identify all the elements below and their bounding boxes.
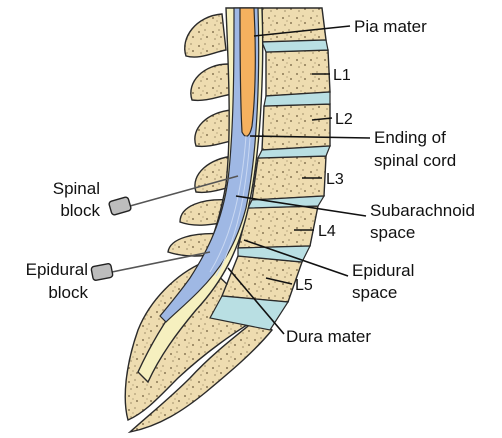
label-spinal-block-line2: block (60, 201, 100, 220)
vertebral-body-L2 (262, 104, 330, 150)
label-pia-mater: Pia mater (354, 17, 427, 36)
label-epidural-space-line1: Epidural (352, 261, 414, 280)
spinal-cord (240, 8, 255, 136)
label-L4: L4 (318, 223, 336, 240)
label-L2: L2 (335, 111, 353, 128)
label-L1: L1 (333, 67, 351, 84)
spinous-process-1 (185, 14, 226, 57)
label-subarachnoid-line1: Subarachnoid (370, 201, 475, 220)
label-spinal-block-line1: Spinal (53, 179, 100, 198)
epidural-needle-hub (91, 263, 113, 281)
disc-1 (262, 40, 328, 52)
spinal-needle-hub (108, 197, 131, 216)
vertebral-body-top (262, 8, 326, 42)
label-dura-mater: Dura mater (286, 327, 371, 346)
spinous-process-2 (191, 64, 232, 100)
label-ending-line2: spinal cord (374, 151, 456, 170)
label-epidural-block-line2: block (48, 283, 88, 302)
label-L3: L3 (326, 171, 344, 188)
vertebral-body-L1 (266, 50, 330, 96)
label-subarachnoid-line2: space (370, 223, 415, 242)
vertebral-body-L5 (222, 256, 302, 302)
label-epidural-block-line1: Epidural (26, 260, 88, 279)
label-epidural-space-line2: space (352, 283, 397, 302)
label-L5: L5 (295, 277, 313, 294)
label-ending-line1: Ending of (374, 128, 446, 147)
